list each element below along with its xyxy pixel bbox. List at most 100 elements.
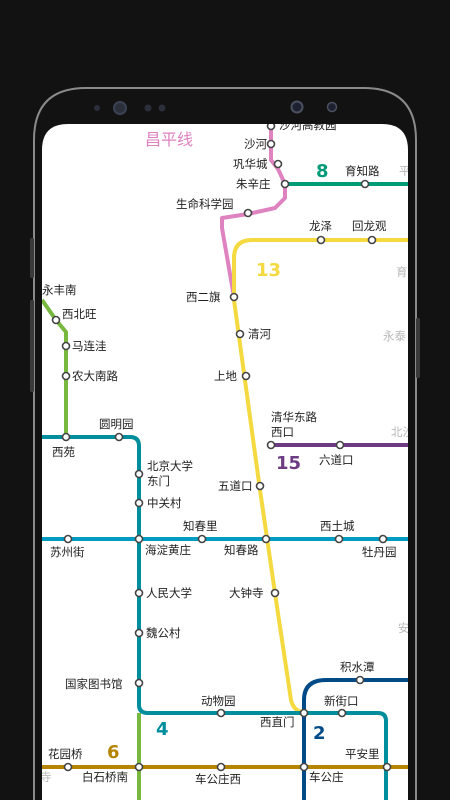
station-yuanmingyuan[interactable] [114, 432, 124, 442]
front-camera-icon [113, 101, 127, 115]
label-haidianhuangzhuang: 海淀黄庄 [145, 543, 191, 557]
line15-label: 15 [276, 453, 301, 474]
station-gonghuacheng[interactable] [273, 159, 283, 169]
label-chegongzhuang: 车公庄 [309, 770, 344, 784]
label-shangdi: 上地 [214, 369, 237, 383]
station-suzhoujie[interactable] [63, 534, 73, 544]
edge-label-yongtai: 永泰 [383, 329, 406, 343]
label-renmin-daxue: 人民大学 [146, 586, 192, 600]
label-xiyuan: 西苑 [52, 445, 75, 459]
station-huilongguan[interactable] [367, 235, 377, 245]
station-markers [51, 121, 392, 772]
rear-sensor-icon [326, 101, 338, 113]
label-qinghua-donglu-1: 清华东路 [271, 410, 317, 424]
station-nongda-nanlu[interactable] [61, 371, 71, 381]
station-pinganli[interactable] [382, 762, 392, 772]
station-labels: 沙河高教园 沙河 巩华城 朱辛庄 育知路 生命科学园 龙泽 回龙观 西二旗 永丰… [42, 118, 397, 786]
proximity-sensor-icon-2 [158, 104, 166, 112]
label-guojia-tushuguan: 国家图书馆 [65, 677, 123, 691]
station-dazhongsi[interactable] [270, 588, 280, 598]
label-yuzhilu: 育知路 [345, 164, 380, 178]
station-wudaokou[interactable] [255, 481, 265, 491]
station-huayuanqiao[interactable] [63, 762, 73, 772]
label-dazhongsi: 大钟寺 [229, 586, 264, 600]
label-jishuitan: 积水潭 [340, 660, 375, 674]
edge-label-si: 寺 [40, 770, 52, 784]
station-malianwa[interactable] [61, 341, 71, 351]
station-xibeiwang[interactable] [51, 315, 61, 325]
station-chegongzhuang[interactable] [299, 762, 309, 772]
station-zhichunlu[interactable] [261, 534, 271, 544]
station-qinghua-donglu[interactable] [266, 440, 276, 450]
station-guojia-tushuguan[interactable] [134, 678, 144, 688]
edge-label-top-right: 平 [399, 164, 411, 178]
station-haidianhuangzhuang[interactable] [134, 534, 144, 544]
label-xierqi: 西二旗 [186, 290, 221, 304]
label-zhichunlu: 知春路 [224, 543, 259, 557]
station-baishiqiaonan[interactable] [134, 762, 144, 772]
station-dongwuyuan[interactable] [216, 708, 226, 718]
label-gonghuacheng: 巩华城 [233, 157, 268, 171]
iris-sensor-icon [94, 105, 100, 111]
station-zhongguancun[interactable] [134, 498, 144, 508]
station-zhichunli[interactable] [197, 534, 207, 544]
label-zhichunli: 知春里 [183, 519, 218, 533]
label-nongda-nanlu: 农大南路 [72, 369, 118, 383]
changping-line-label: 昌平线 [145, 130, 193, 149]
station-longze[interactable] [316, 235, 326, 245]
label-pku-1: 北京大学 [147, 459, 193, 473]
station-weigongcun[interactable] [134, 628, 144, 638]
label-chegongzhuangxi: 车公庄西 [195, 772, 241, 786]
station-liudaokou[interactable] [335, 440, 345, 450]
station-shengmingkexueyuan[interactable] [243, 208, 253, 218]
label-wudaokou: 五道口 [218, 479, 253, 493]
line4-route [42, 435, 388, 800]
edge-label-an: 安 [398, 621, 410, 635]
station-pku-dongmen[interactable] [134, 469, 144, 479]
station-xinjiekou[interactable] [337, 708, 347, 718]
label-qinghe: 清河 [248, 327, 271, 341]
station-xiyuan[interactable] [61, 432, 71, 442]
label-liudaokou: 六道口 [319, 453, 354, 467]
station-renmin-daxue[interactable] [134, 588, 144, 598]
label-huilongguan: 回龙观 [352, 219, 387, 233]
label-zhongguancun: 中关村 [147, 496, 182, 510]
power-button [416, 318, 420, 378]
station-mudanyuan[interactable] [378, 534, 388, 544]
xijiao-line-route [40, 298, 68, 437]
phone-frame-outline [33, 87, 417, 800]
line13-label: 13 [256, 260, 281, 281]
station-jishuitan[interactable] [355, 675, 365, 685]
edge-label-yu: 育 [396, 265, 408, 279]
line8-label: 8 [316, 161, 329, 182]
label-zhuxinzhuang: 朱辛庄 [236, 177, 271, 191]
label-xibeiwang: 西北旺 [62, 307, 97, 321]
volume-button-lower [30, 300, 34, 392]
station-xierqi[interactable] [229, 292, 239, 302]
station-shahe[interactable] [266, 139, 276, 149]
station-xitucheng[interactable] [334, 534, 344, 544]
label-qinghua-donglu-2: 西口 [271, 425, 294, 439]
label-malianwa: 马连洼 [72, 339, 107, 353]
station-chegongzhuangxi[interactable] [216, 762, 226, 772]
earpiece-camera-icon [290, 100, 304, 114]
label-yongfengnan: 永丰南 [42, 283, 77, 297]
label-longze: 龙泽 [309, 219, 332, 233]
label-shengmingkexueyuan: 生命科学园 [176, 197, 234, 211]
station-yuzhilu[interactable] [360, 179, 370, 189]
label-huayuanqiao: 花园桥 [48, 747, 83, 761]
label-suzhoujie: 苏州街 [50, 545, 85, 559]
label-mudanyuan: 牡丹园 [362, 545, 397, 559]
station-shangdi[interactable] [241, 371, 251, 381]
label-yuanmingyuan: 圆明园 [99, 417, 134, 431]
label-dongwuyuan: 动物园 [201, 694, 236, 708]
label-xitucheng: 西土城 [320, 519, 355, 533]
station-zhuxinzhuang[interactable] [280, 179, 290, 189]
label-weigongcun: 魏公村 [146, 626, 181, 640]
station-xizhimen[interactable] [299, 708, 309, 718]
station-qinghe[interactable] [235, 329, 245, 339]
